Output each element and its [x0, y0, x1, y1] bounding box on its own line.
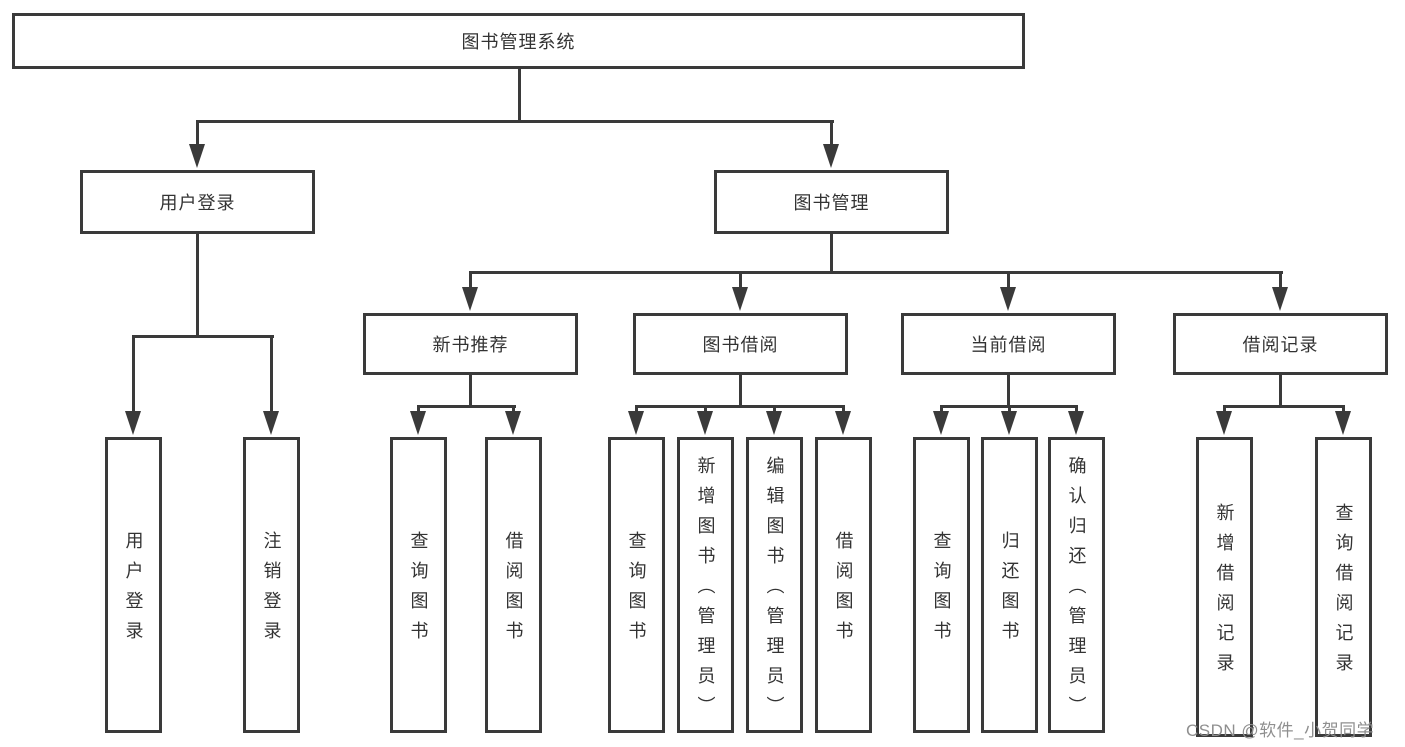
- leaf-user-login: 用户登录: [105, 437, 162, 733]
- leaf-current-query-books: 查询图书: [913, 437, 970, 733]
- connector-line: [739, 375, 742, 406]
- leaf-borrowing-borrow-books: 借阅图书: [815, 437, 872, 733]
- connector-line: [635, 405, 845, 408]
- connector-line: [635, 405, 638, 413]
- arrow-down-icon: [697, 411, 713, 435]
- arrow-down-icon: [823, 144, 839, 168]
- arrow-down-icon: [766, 411, 782, 435]
- leaf-recommend-query-books: 查询图书: [390, 437, 447, 733]
- connector-line: [132, 335, 135, 413]
- arrow-down-icon: [1000, 287, 1016, 311]
- leaf-logout: 注销登录: [243, 437, 300, 733]
- connector-line: [739, 271, 742, 289]
- connector-line: [1008, 405, 1011, 413]
- connector-line: [842, 405, 845, 413]
- connector-line: [1007, 271, 1010, 289]
- leaf-label: 借阅图书: [503, 531, 524, 651]
- leaf-label: 查询图书: [626, 531, 647, 651]
- leaf-label: 用户登录: [123, 531, 144, 651]
- arrow-down-icon: [263, 411, 279, 435]
- connector-line: [132, 335, 274, 338]
- connector-line: [512, 405, 515, 413]
- node-book-borrowing: 图书借阅: [633, 313, 848, 375]
- leaf-label: 查询图书: [408, 531, 429, 651]
- connector-line: [1279, 271, 1282, 289]
- leaf-current-confirm-return-admin: 确认归还（管理员）: [1048, 437, 1105, 733]
- arrow-down-icon: [125, 411, 141, 435]
- arrow-down-icon: [410, 411, 426, 435]
- leaf-records-add-record: 新增借阅记录: [1196, 437, 1253, 737]
- connector-line: [196, 120, 834, 123]
- leaf-label: 借阅图书: [833, 531, 854, 651]
- arrow-down-icon: [1335, 411, 1351, 435]
- node-borrowing-records: 借阅记录: [1173, 313, 1388, 375]
- leaf-label: 注销登录: [261, 531, 282, 651]
- leaf-label: 查询图书: [931, 531, 952, 651]
- leaf-borrowing-add-books-admin: 新增图书（管理员）: [677, 437, 734, 733]
- connector-line: [518, 69, 521, 122]
- node-label: 图书管理系统: [461, 32, 576, 52]
- leaf-label: 新增借阅记录: [1214, 503, 1235, 683]
- connector-line: [469, 375, 472, 406]
- node-label: 当前借阅: [970, 335, 1047, 355]
- arrow-down-icon: [732, 287, 748, 311]
- leaf-label: 确认归还（管理员）: [1066, 456, 1087, 726]
- node-label: 用户登录: [159, 193, 236, 213]
- leaf-recommend-borrow-books: 借阅图书: [485, 437, 542, 733]
- connector-line: [1223, 405, 1345, 408]
- leaf-label: 查询借阅记录: [1333, 503, 1354, 683]
- connector-line: [830, 120, 833, 146]
- connector-line: [270, 335, 273, 413]
- connector-line: [196, 120, 199, 146]
- arrow-down-icon: [933, 411, 949, 435]
- connector-line: [773, 405, 776, 413]
- arrow-down-icon: [462, 287, 478, 311]
- leaf-label: 新增图书（管理员）: [695, 456, 716, 726]
- arrow-down-icon: [1001, 411, 1017, 435]
- leaf-label: 编辑图书（管理员）: [764, 456, 785, 726]
- connector-line: [1342, 405, 1345, 413]
- arrow-down-icon: [1272, 287, 1288, 311]
- csdn-watermark: CSDN @软件_小贺同学: [1186, 721, 1375, 740]
- node-book-management: 图书管理: [714, 170, 949, 234]
- leaf-borrowing-edit-books-admin: 编辑图书（管理员）: [746, 437, 803, 733]
- node-label: 图书管理: [793, 193, 870, 213]
- connector-line: [196, 234, 199, 337]
- leaf-borrowing-query-books: 查询图书: [608, 437, 665, 733]
- leaf-current-return-books: 归还图书: [981, 437, 1038, 733]
- arrow-down-icon: [835, 411, 851, 435]
- node-current-borrowing: 当前借阅: [901, 313, 1116, 375]
- connector-line: [830, 234, 833, 273]
- connector-line: [704, 405, 707, 413]
- arrow-down-icon: [1216, 411, 1232, 435]
- connector-line: [1007, 375, 1010, 406]
- node-label: 借阅记录: [1242, 335, 1319, 355]
- node-label: 图书借阅: [702, 335, 779, 355]
- connector-line: [1075, 405, 1078, 413]
- arrow-down-icon: [505, 411, 521, 435]
- node-user-login: 用户登录: [80, 170, 315, 234]
- node-label: 新书推荐: [432, 335, 509, 355]
- node-new-book-recommend: 新书推荐: [363, 313, 578, 375]
- connector-line: [469, 271, 472, 289]
- connector-line: [417, 405, 420, 413]
- arrow-down-icon: [1068, 411, 1084, 435]
- connector-line: [469, 271, 1283, 274]
- leaf-label: 归还图书: [999, 531, 1020, 651]
- node-book-management-system: 图书管理系统: [12, 13, 1025, 69]
- arrow-down-icon: [628, 411, 644, 435]
- leaf-records-query-record: 查询借阅记录: [1315, 437, 1372, 737]
- connector-line: [417, 405, 516, 408]
- connector-line: [940, 405, 943, 413]
- connector-line: [1279, 375, 1282, 406]
- connector-line: [1223, 405, 1226, 413]
- arrow-down-icon: [189, 144, 205, 168]
